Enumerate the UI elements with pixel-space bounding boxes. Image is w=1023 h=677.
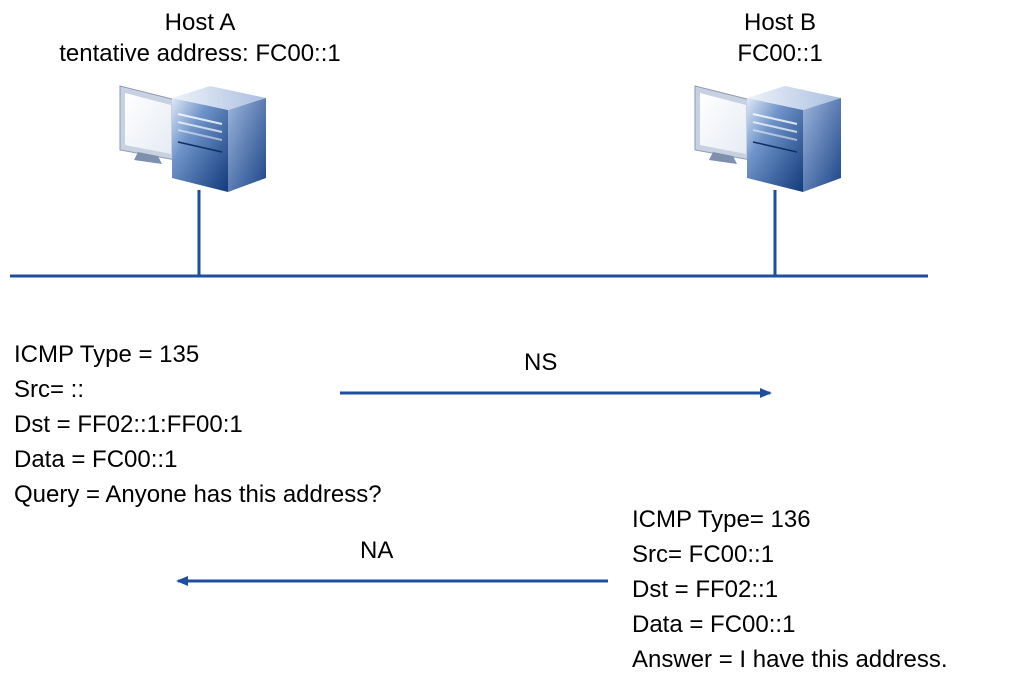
ns-message-fields: ICMP Type = 135 Src= :: Dst = FF02::1:FF… (14, 337, 382, 512)
na-dst: Dst = FF02::1 (632, 576, 779, 603)
na-data: Data = FC00::1 (632, 611, 796, 638)
host-a-address: tentative address: FC00::1 (59, 40, 341, 67)
ns-data: Data = FC00::1 (14, 446, 178, 473)
ns-src: Src= :: (14, 376, 85, 403)
host-b-title: Host B (743, 9, 817, 36)
ns-icmp-type: ICMP Type = 135 (14, 341, 200, 368)
host-a-title: Host A (164, 9, 236, 36)
na-icmp-type: ICMP Type= 136 (632, 506, 811, 533)
ns-arrow-label: NS (524, 349, 558, 376)
host-b-address: FC00::1 (737, 40, 823, 67)
na-src: Src= FC00::1 (632, 541, 775, 568)
na-arrow-label: NA (360, 537, 394, 564)
host-b-computer-icon (694, 85, 841, 192)
na-answer: Answer = I have this address. (632, 646, 948, 673)
na-message-fields: ICMP Type= 136 Src= FC00::1 Dst = FF02::… (632, 502, 948, 677)
ns-dst: Dst = FF02::1:FF00:1 (14, 411, 243, 438)
ns-query: Query = Anyone has this address? (14, 481, 382, 508)
host-a-computer-icon (119, 85, 266, 192)
